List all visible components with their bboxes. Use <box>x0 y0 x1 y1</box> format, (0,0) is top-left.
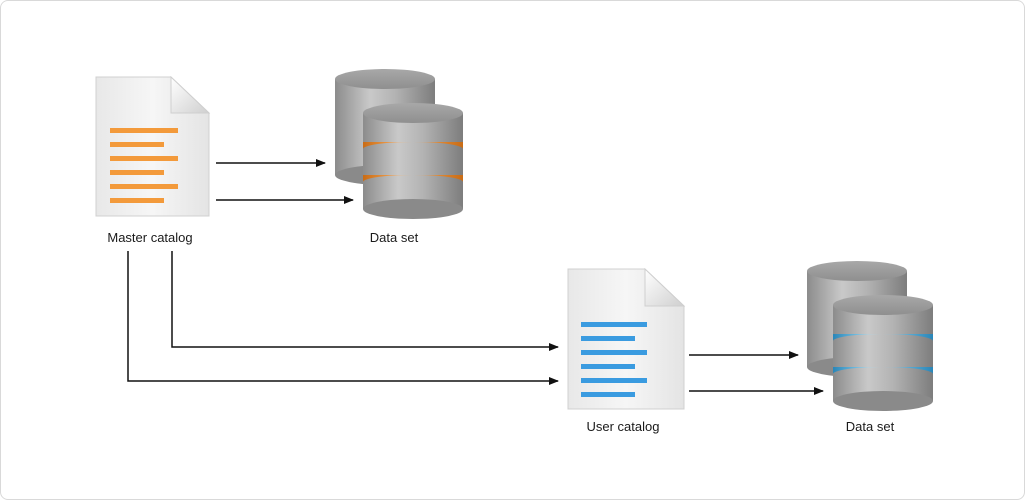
user-catalog-node: User catalog <box>567 267 686 434</box>
master-dataset-label: Data set <box>370 230 419 245</box>
master-catalog-node: Master catalog <box>95 75 211 245</box>
text-lines-icon <box>581 322 647 397</box>
edge-user-catalog-to-dataset <box>689 351 824 395</box>
text-lines-icon <box>110 128 178 203</box>
user-dataset-node: Data set <box>807 261 933 434</box>
user-catalog-label: User catalog <box>587 419 660 434</box>
document-icon <box>567 267 686 410</box>
database-icon <box>335 69 463 219</box>
master-dataset-node: Data set <box>335 69 463 245</box>
edge-master-to-user-catalog <box>127 251 559 385</box>
arrow-4 <box>127 251 559 385</box>
database-icon <box>807 261 933 411</box>
edge-master-to-dataset <box>216 159 354 204</box>
document-icon <box>95 75 211 217</box>
user-dataset-label: Data set <box>846 419 895 434</box>
arrow-3 <box>171 251 559 351</box>
master-catalog-label: Master catalog <box>107 230 192 245</box>
